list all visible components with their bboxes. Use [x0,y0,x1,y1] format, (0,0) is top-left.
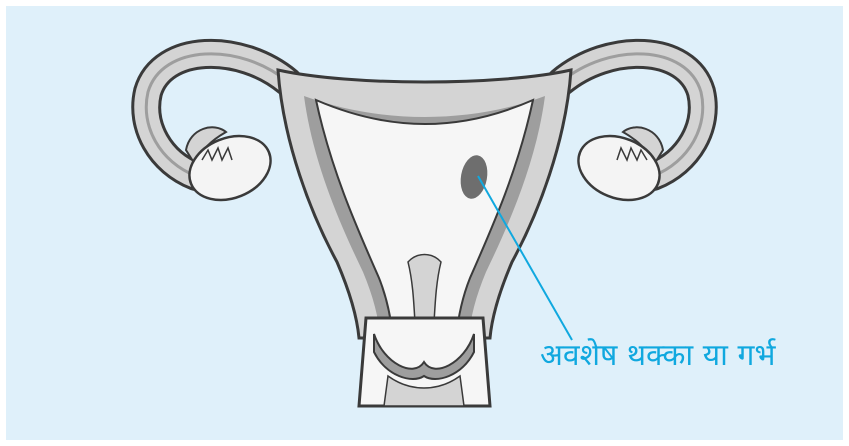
left-ovary [180,124,280,211]
callout-label: अवशेष थक्का या गर्भ [540,338,775,374]
cervix-vagina [359,318,490,406]
right-ovary [569,124,669,211]
uterus-body [278,70,571,338]
